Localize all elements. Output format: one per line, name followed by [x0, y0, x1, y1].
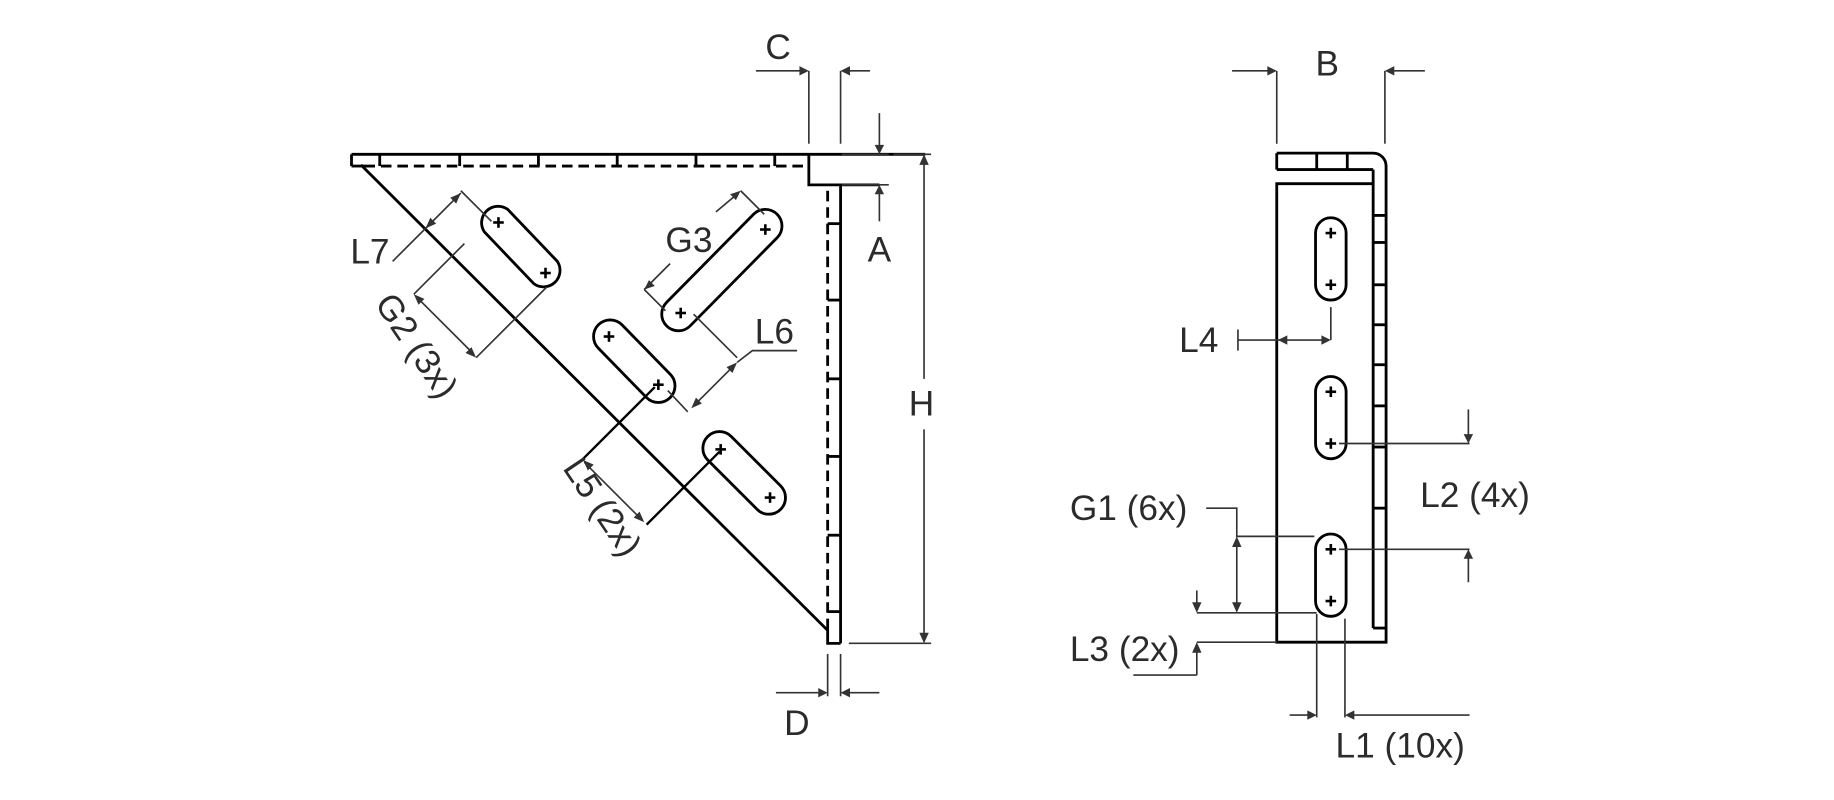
label-l6: L6: [755, 313, 794, 352]
slot: [1314, 532, 1348, 618]
dimension-g3: G3: [643, 190, 765, 312]
label-d: D: [784, 704, 809, 743]
vertical-plate: [826, 184, 842, 645]
label-l7: L7: [350, 233, 389, 272]
dimension-g1: G1 (6x): [1070, 489, 1317, 614]
label-b: B: [1316, 45, 1340, 84]
side-view: C A H D: [350, 28, 934, 743]
dimension-c: C: [755, 28, 870, 144]
label-l3: L3 (2x): [1070, 630, 1180, 669]
slot: [480, 204, 562, 289]
dimension-a: A: [841, 113, 892, 269]
label-g2: G2 (3x): [367, 286, 465, 405]
dimension-d: D: [775, 653, 880, 743]
dimension-l3: L3 (2x): [1070, 630, 1277, 676]
dimension-l2: L2 (4x): [1339, 409, 1530, 583]
label-l2: L2 (4x): [1420, 476, 1530, 515]
front-view: B L4 L2 (4x): [1070, 45, 1530, 766]
dimension-l1: L1 (10x): [1289, 613, 1470, 765]
dimension-l6: L6: [667, 313, 798, 413]
label-a: A: [868, 230, 892, 269]
label-h: H: [909, 384, 934, 423]
diagonal-brace: [359, 163, 829, 632]
label-c: C: [765, 28, 790, 67]
slot: [1314, 216, 1348, 302]
slot: [660, 207, 784, 333]
label-g3: G3: [665, 221, 712, 260]
dimension-l7: L7: [350, 190, 492, 272]
slot: [1314, 375, 1348, 461]
label-l4: L4: [1179, 321, 1218, 360]
slot: [701, 430, 787, 516]
front-top-flange: [1275, 151, 1388, 644]
dimension-l5: L5 (2x): [555, 386, 721, 564]
slot: [592, 318, 677, 404]
label-l1: L1 (10x): [1336, 726, 1465, 765]
dimension-b: B: [1232, 45, 1425, 144]
label-g1: G1 (6x): [1070, 489, 1188, 528]
dimension-l4: L4: [1179, 307, 1332, 360]
top-flange: [350, 152, 926, 187]
dimension-h: H: [848, 153, 934, 645]
label-l5: L5 (2x): [555, 451, 649, 564]
